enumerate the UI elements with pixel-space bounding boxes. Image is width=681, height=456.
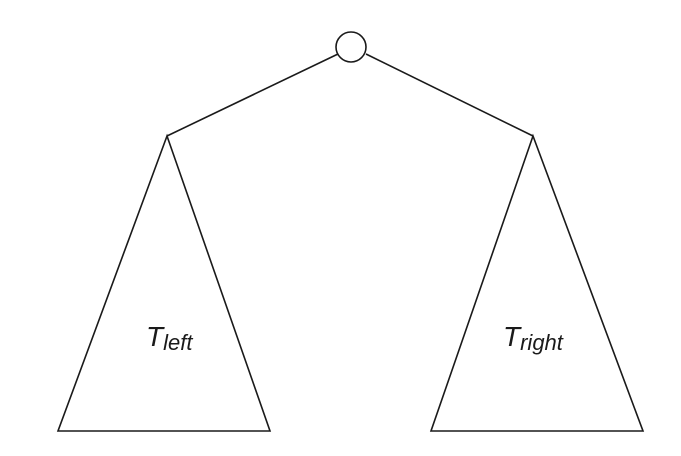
- right-subtree-symbol: T: [503, 321, 522, 352]
- root-node: [335, 31, 367, 63]
- right-subtree-label: Tright: [503, 321, 564, 355]
- left-subtree-symbol: T: [146, 321, 165, 352]
- right-subtree-triangle: [429, 133, 645, 432]
- left-edge: [166, 53, 339, 137]
- right-edge: [365, 53, 534, 137]
- left-subtree-label: Tleft: [146, 321, 193, 355]
- left-subtree-triangle: [56, 133, 272, 432]
- left-subtree-subscript: left: [163, 330, 193, 355]
- right-subtree-subscript: right: [520, 330, 564, 355]
